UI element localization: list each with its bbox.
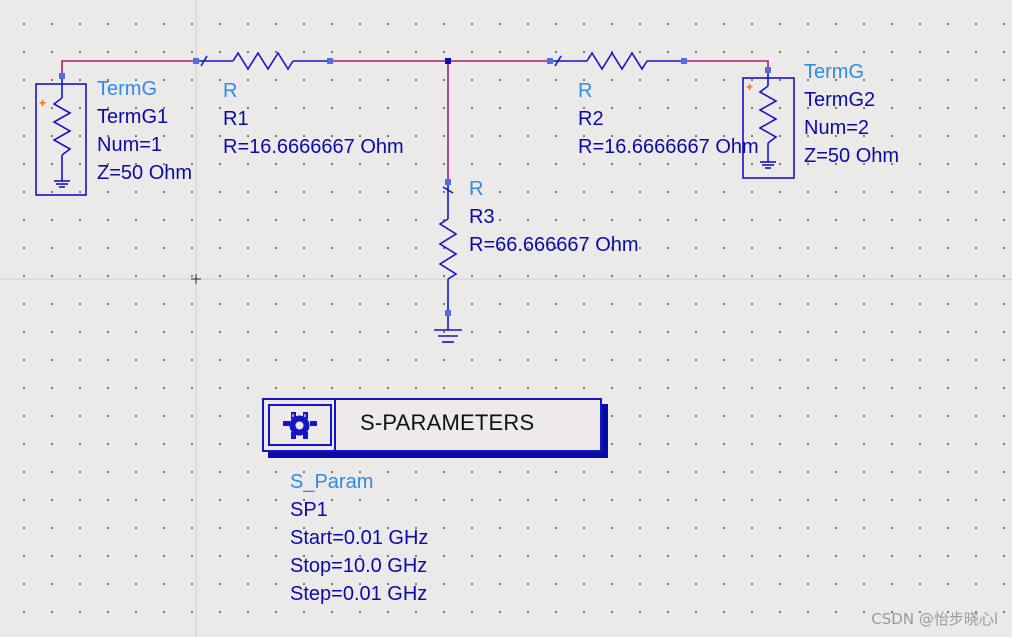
resistor-r3[interactable] [438,179,458,316]
sparam-start: Start=0.01 GHz [290,527,429,549]
ground-icon [434,316,462,343]
sparam-step: Step=0.01 GHz [290,583,428,605]
term-g1-impedance: Z=50 Ohm [97,162,193,184]
pin-r1-1[interactable] [193,58,199,64]
term-g2[interactable]: + [742,67,795,179]
plus-icon: + [746,80,753,94]
pin-r2-2[interactable] [681,58,687,64]
r1-type: R [223,80,238,102]
sparam-name: SP1 [290,499,328,521]
watermark: CSDN @怡步晓心l [871,610,998,628]
pin-r3-1[interactable] [445,179,451,185]
term-g1[interactable]: + [35,73,87,196]
term-g1-type: TermG [97,78,157,100]
term-g1-num: Num=1 [97,134,163,156]
term-g2-name: TermG2 [804,89,876,111]
resistor-r1[interactable] [193,51,333,71]
r3-name: R3 [469,206,495,228]
pin-term2[interactable] [765,67,771,73]
resistor-r2[interactable] [547,51,687,71]
s-parameters-block[interactable]: S-PARAMETERS [262,398,602,452]
term-g1-name: TermG1 [97,106,169,128]
junction-node [445,58,451,64]
r1-name: R1 [223,108,249,130]
pin-r2-1[interactable] [547,58,553,64]
r1-value: R=16.6666667 Ohm [223,136,404,158]
term-g2-num: Num=2 [804,117,870,139]
r1-label: R R1 R=16.6666667 Ohm [223,77,404,161]
term-g2-label: TermG TermG2 Num=2 Z=50 Ohm [804,58,899,170]
simulation-gear-icon [268,404,332,446]
cursor-crosshair [191,274,201,284]
s-parameters-title: S-PARAMETERS [360,410,535,435]
pin-r3-2[interactable] [445,310,451,316]
term-g2-impedance: Z=50 Ohm [804,145,900,167]
r2-label: R R2 R=16.6666667 Ohm [578,77,759,161]
sparam-stop: Stop=10.0 GHz [290,555,428,577]
block-divider [334,400,336,450]
r3-value: R=66.666667 Ohm [469,234,639,256]
r2-value: R=16.6666667 Ohm [578,136,759,158]
term-g2-type: TermG [804,61,864,83]
sparam-type: S_Param [290,471,374,493]
r2-type: R [578,80,593,102]
term-g1-label: TermG TermG1 Num=1 Z=50 Ohm [97,75,192,187]
r3-label: R R3 R=66.666667 Ohm [469,175,639,259]
pin-r1-2[interactable] [327,58,333,64]
r3-type: R [469,178,484,200]
sparam-label: S_Param SP1 Start=0.01 GHz Stop=10.0 GHz… [290,468,428,608]
plus-icon: + [39,96,46,110]
r2-name: R2 [578,108,604,130]
wire-r2-term2 [684,60,769,70]
pin-term1[interactable] [59,73,65,79]
wire-term1-r1 [61,60,196,76]
